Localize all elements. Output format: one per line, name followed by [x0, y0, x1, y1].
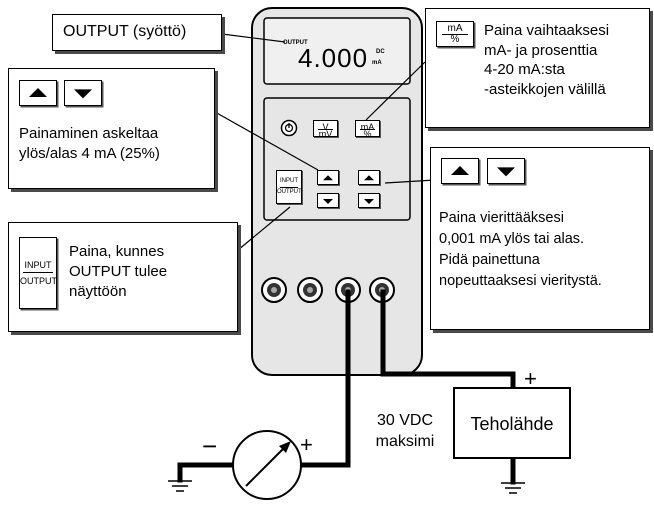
callout-input-output: INPUT OUTPUT Paina, kunnes OUTPUT tulee … — [8, 222, 238, 332]
fine-up-key[interactable] — [358, 170, 380, 185]
callout-fine-text: Paina vierittääksesi 0,001 mA ylös tai a… — [439, 210, 602, 289]
step-up-key-icon — [19, 80, 57, 106]
arrow-down-icon — [74, 89, 92, 99]
step-down-key[interactable] — [317, 193, 339, 208]
arrow-up-icon — [323, 174, 333, 180]
ground-left — [168, 480, 192, 492]
ground-right — [501, 482, 525, 494]
display-unit: mA — [372, 60, 382, 66]
input-output-key[interactable]: INPUT OUTPUT — [276, 170, 302, 204]
callout-ma-percent: mA % Paina vaihtaaksesi mA- ja prosentti… — [425, 8, 650, 128]
callout-output-text: OUTPUT (syöttö) — [63, 23, 187, 40]
callout-step: Painaminen askeltaa ylös/alas 4 mA (25%) — [8, 68, 215, 189]
callout-fine: Paina vierittääksesi 0,001 mA ylös tai a… — [430, 147, 650, 330]
display-reading: 4.000 — [298, 43, 368, 73]
display-dc: DC — [376, 49, 385, 55]
fine-up-key-icon — [441, 158, 479, 184]
arrow-down-icon — [323, 198, 333, 204]
meter-needle — [245, 445, 287, 487]
voltage-label: 30 VDC — [377, 412, 433, 429]
jack-1[interactable] — [261, 277, 287, 303]
leader-lines — [214, 33, 436, 251]
arrow-up-icon — [451, 166, 469, 176]
callout-output: OUTPUT (syöttö) — [52, 14, 222, 51]
arrow-down-icon — [364, 198, 374, 204]
step-down-key-icon — [64, 80, 102, 106]
power-supply — [453, 387, 571, 459]
meter-minus: − — [202, 431, 217, 461]
supply-plus: + — [524, 366, 537, 391]
lcd-display — [263, 17, 411, 85]
ma-percent-key-icon: mA % — [436, 21, 474, 47]
input-output-key-icon: INPUT OUTPUT — [19, 237, 57, 309]
callout-ma-percent-text: Paina vaihtaaksesi mA- ja prosenttia 4-2… — [484, 22, 610, 98]
arrow-up-icon — [364, 174, 374, 180]
meter-plus: + — [300, 432, 313, 457]
fine-down-key[interactable] — [358, 193, 380, 208]
fine-down-key-icon — [487, 158, 525, 184]
supply-label: Teholähde — [470, 414, 553, 434]
arrow-down-icon — [497, 167, 515, 177]
callout-step-text: Painaminen askeltaa ylös/alas 4 mA (25%) — [19, 125, 160, 162]
voltage-max-label: maksimi — [376, 433, 435, 450]
display-mode: OUTPUT — [283, 40, 308, 46]
arrow-up-icon — [29, 88, 47, 98]
ma-percent-key[interactable]: mA % — [355, 120, 380, 139]
jack-2[interactable] — [297, 277, 323, 303]
step-up-key[interactable] — [317, 170, 339, 185]
v-mv-key[interactable]: V mV — [313, 120, 338, 139]
wiring — [177, 289, 516, 485]
callout-input-output-text: Paina, kunnes OUTPUT tulee näyttöön — [69, 243, 168, 300]
